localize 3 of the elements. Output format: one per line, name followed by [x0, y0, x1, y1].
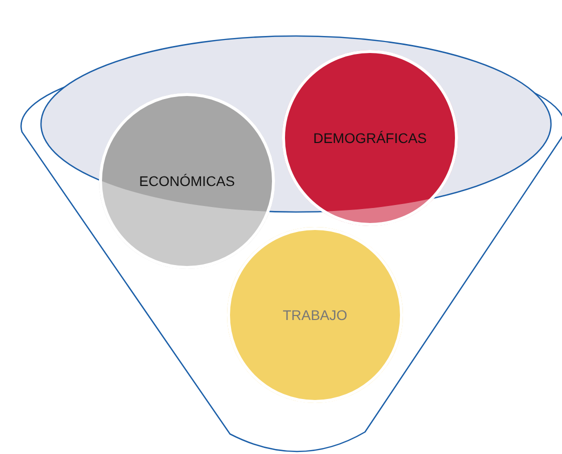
circle-label: DEMOGRÁFICAS: [313, 130, 427, 146]
circle-label: ECONÓMICAS: [139, 173, 235, 189]
circle-label: TRABAJO: [282, 307, 348, 323]
